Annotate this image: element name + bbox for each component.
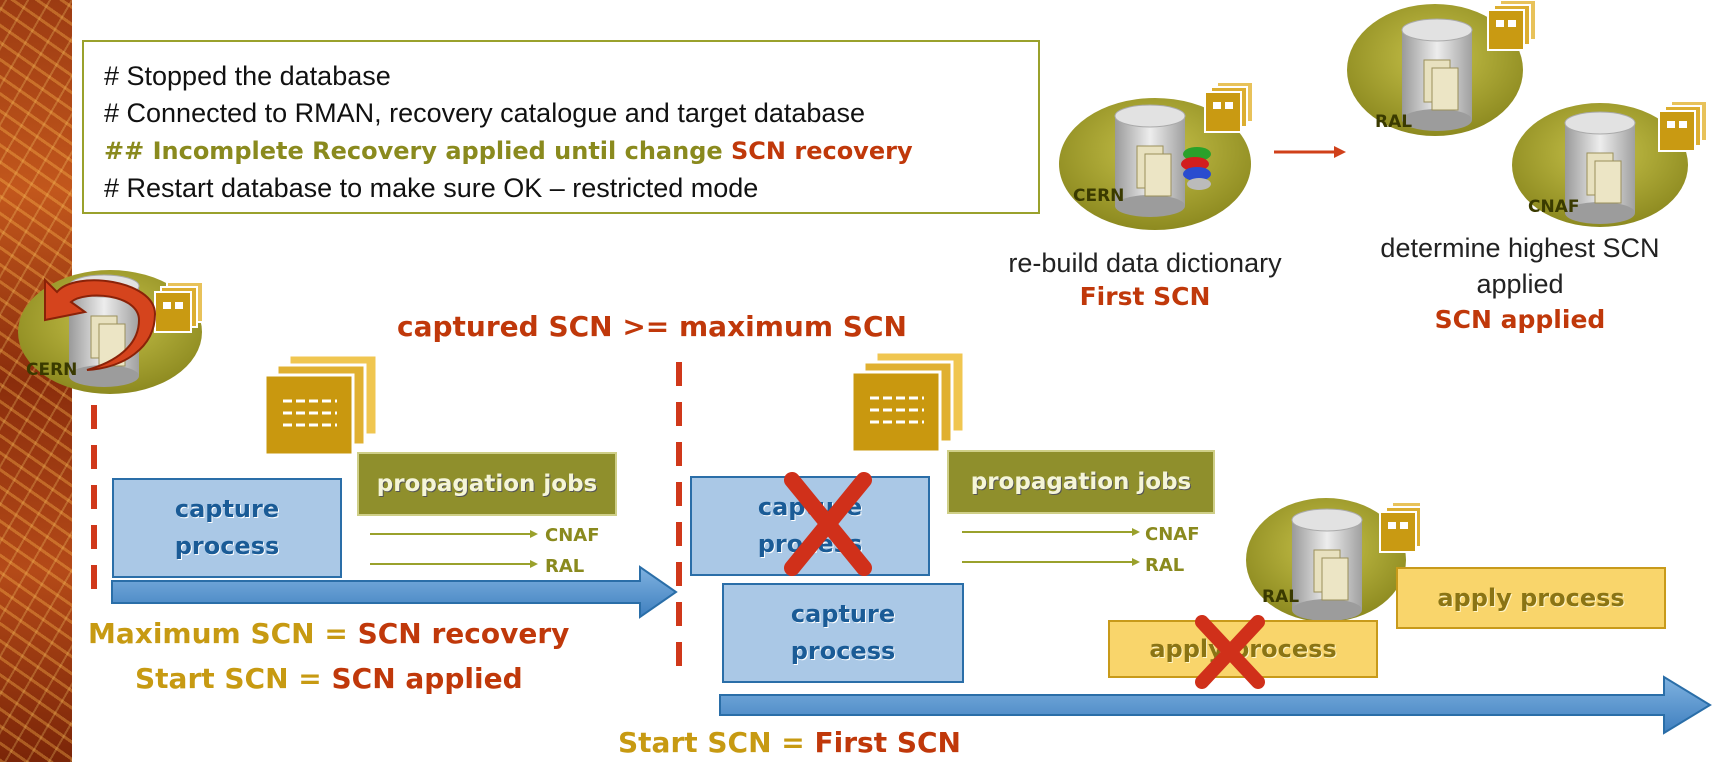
propagation-jobs-box-left: propagation jobs (357, 452, 617, 516)
lcr-documents-icon-left (265, 355, 379, 457)
note-line-3: ## Incomplete Recovery applied until cha… (104, 137, 913, 165)
cern-label-top: CERN (1073, 186, 1125, 206)
cern-database-icon (1059, 82, 1254, 230)
target-ral-left: RAL (545, 556, 585, 577)
ral-database-icon-bottom (1246, 498, 1420, 622)
cnaf-database-icon (1512, 100, 1708, 227)
rebuild-caption: re-build data dictionary First SCN (1008, 248, 1282, 311)
propagation-jobs-box-right: propagation jobs (947, 450, 1215, 514)
center-dashed-marker (676, 362, 682, 668)
start-scn-applied-label: Start SCN = SCN applied (135, 662, 523, 695)
start-scn-first-label: Start SCN = First SCN (618, 726, 961, 759)
recovery-steps-box: # Stopped the database # Connected to RM… (82, 40, 1040, 214)
ral-label-top: RAL (1375, 112, 1413, 132)
restore-arrow-icon (44, 277, 157, 371)
apply-process-box-new: apply process (1396, 567, 1666, 629)
target-cnaf-right: CNAF (1145, 524, 1200, 545)
propagation-arrows-left (370, 530, 538, 568)
cern-label-left: CERN (26, 360, 78, 380)
cancel-x-icon-capture (784, 472, 872, 576)
note-line-4: # Restart database to make sure OK – res… (104, 173, 759, 203)
target-cnaf-left: CNAF (545, 525, 600, 546)
arrow-right-icon (1274, 146, 1346, 158)
cancel-x-icon-apply (1195, 615, 1265, 689)
cnaf-label-top: CNAF (1528, 197, 1580, 217)
note-line-2: # Connected to RMAN, recovery catalogue … (104, 98, 865, 128)
timeline-arrow-left (111, 565, 678, 619)
ral-database-icon (1347, 0, 1537, 136)
propagation-arrows-right (962, 528, 1140, 566)
note-line-1: # Stopped the database (104, 61, 391, 91)
lcr-documents-icon-right (852, 352, 966, 454)
ral-label-bottom: RAL (1262, 587, 1300, 607)
condition-label: captured SCN >= maximum SCN (397, 310, 907, 343)
maximum-scn-label: Maximum SCN = SCN recovery (88, 617, 570, 650)
cern-restore-database-icon (18, 270, 204, 394)
left-dashed-marker (91, 405, 97, 605)
timeline-arrow-right (719, 675, 1712, 735)
target-ral-right: RAL (1145, 555, 1185, 576)
streams-stack-icon (1181, 147, 1211, 190)
determine-caption: determine highest SCN applied SCN applie… (1380, 233, 1660, 334)
